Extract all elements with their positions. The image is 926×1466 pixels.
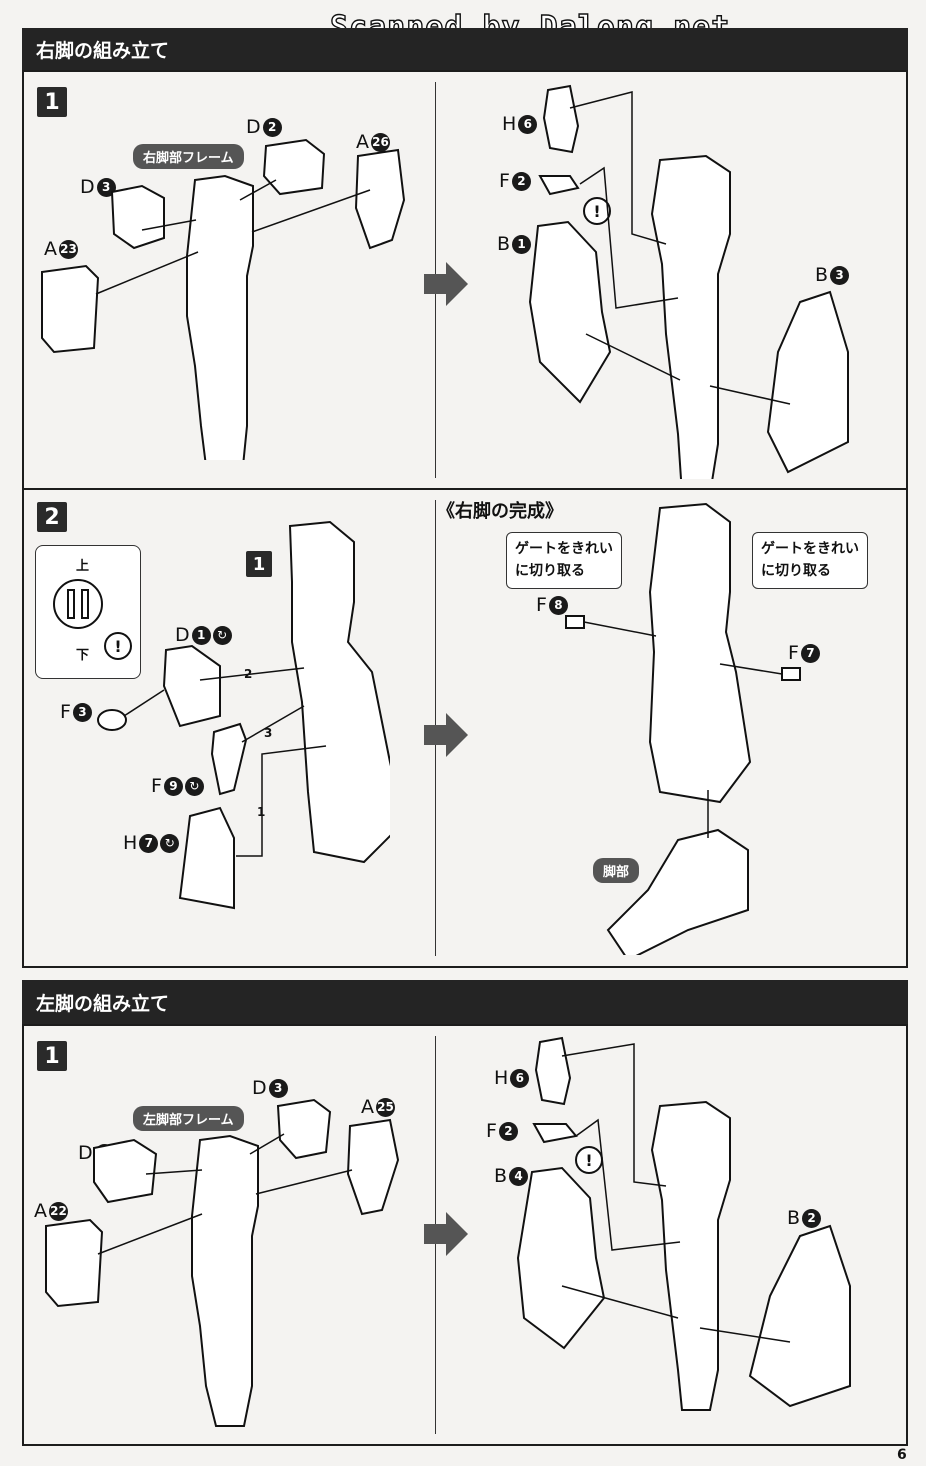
right-leg-frame-illustration	[41, 138, 406, 460]
reference-step-number: 1	[246, 551, 272, 577]
foot-label: 脚部	[593, 858, 640, 883]
step-number: 1	[37, 87, 67, 117]
caution-icon: !	[583, 197, 611, 225]
step-number: 2	[37, 502, 67, 532]
step-number: 1	[37, 1041, 67, 1071]
right-leg-header: 右脚の組み立て	[22, 28, 908, 70]
rotate-icon: ↻	[160, 833, 180, 853]
order-marker: 2	[244, 667, 253, 681]
left-leg-title: 左脚の組み立て	[36, 992, 170, 1015]
step-arrow-icon	[424, 262, 468, 306]
right-leg-step2-panel	[22, 488, 908, 968]
left-leg-assembly-illustration	[516, 1036, 851, 1411]
inset-top-label: 上	[76, 559, 90, 574]
caution-icon: !	[104, 632, 132, 660]
right-leg-complete-illustration	[565, 502, 801, 955]
order-marker: 3	[264, 726, 273, 740]
cap-orientation-illustration	[53, 579, 103, 629]
order-marker: 1	[257, 805, 266, 819]
gate-callout: ゲートをきれい に切り取る	[506, 532, 622, 590]
rotate-icon: ↻	[212, 625, 232, 645]
left-leg-step1-panel	[22, 1024, 908, 1446]
left-leg-frame-illustration	[45, 1098, 400, 1427]
frame-label: 左脚部フレーム	[133, 1106, 244, 1131]
right-leg-title: 右脚の組み立て	[36, 39, 170, 62]
step-arrow-icon	[424, 713, 468, 757]
right-leg-step2-illustration	[97, 520, 390, 910]
frame-label: 右脚部フレーム	[133, 144, 244, 169]
rotate-icon: ↻	[184, 776, 204, 796]
completion-title: 《右脚の完成》	[437, 501, 563, 522]
page-number: 6	[897, 1447, 907, 1463]
right-leg-assembly-illustration	[528, 84, 849, 479]
step-arrow-icon	[424, 1212, 468, 1256]
inset-bottom-label: 下	[76, 648, 90, 663]
gate-callout: ゲートをきれい に切り取る	[752, 532, 868, 590]
caution-icon: !	[575, 1146, 603, 1174]
left-leg-header: 左脚の組み立て	[22, 980, 908, 1024]
